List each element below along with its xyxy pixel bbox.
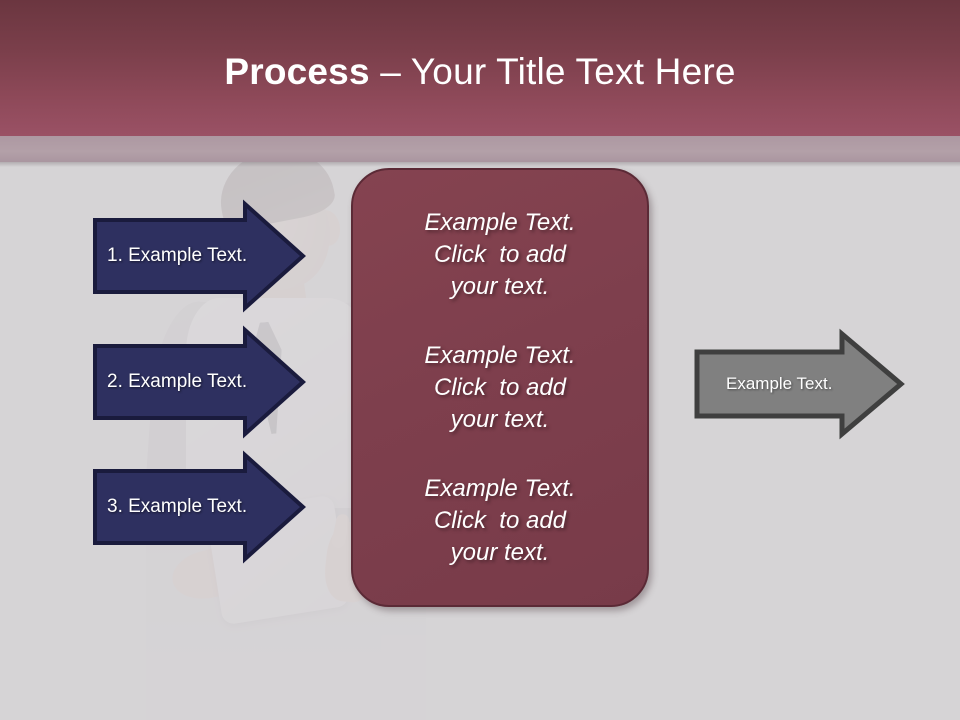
page-title-emphasis: Process <box>224 51 370 92</box>
arrow-right-icon <box>93 450 306 564</box>
slide-header-accent-strip <box>0 136 960 162</box>
arrow-right-icon <box>93 199 306 313</box>
process-step-arrow-2[interactable]: 2. Example Text. <box>93 325 306 439</box>
arrow-right-icon <box>93 325 306 439</box>
result-arrow[interactable]: Example Text. <box>694 328 905 440</box>
page-title: Process – Your Title Text Here <box>0 49 960 95</box>
result-arrow-label: Example Text. <box>726 374 833 393</box>
panel-text-block-3: Example Text. Click to add your text. <box>353 473 647 569</box>
process-step-label-1: 1. Example Text. <box>107 245 248 266</box>
process-step-label-2: 2. Example Text. <box>107 371 248 392</box>
center-content-panel[interactable]: Example Text. Click to add your text. Ex… <box>351 168 649 607</box>
page-title-rest: – Your Title Text Here <box>369 51 736 92</box>
slide-header-strip-shadow <box>0 162 960 167</box>
process-step-arrow-3[interactable]: 3. Example Text. <box>93 450 306 564</box>
panel-text-line: Example Text. <box>424 341 576 369</box>
panel-text-block-1: Example Text. Click to add your text. <box>353 207 647 303</box>
panel-text-line: your text. <box>450 538 550 566</box>
panel-text-line: Example Text. <box>424 474 576 502</box>
panel-text-line: Click to add <box>433 240 567 268</box>
panel-text-line: Example Text. <box>424 208 576 236</box>
panel-text-line: your text. <box>450 272 550 300</box>
panel-text-line: your text. <box>450 405 550 433</box>
process-step-arrow-1[interactable]: 1. Example Text. <box>93 199 306 313</box>
process-step-label-3: 3. Example Text. <box>107 496 248 517</box>
panel-text-block-2: Example Text. Click to add your text. <box>353 340 647 436</box>
panel-text-line: Click to add <box>433 373 567 401</box>
panel-text-line: Click to add <box>433 506 567 534</box>
arrow-right-icon <box>694 328 905 440</box>
slide-header-band <box>0 0 960 136</box>
